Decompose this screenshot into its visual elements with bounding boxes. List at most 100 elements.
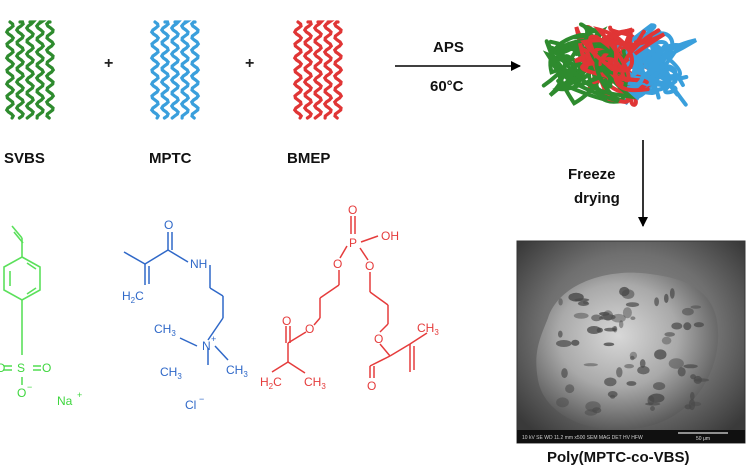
bmep-ch3-left: CH3 (304, 375, 326, 391)
svbs-counter-ion: Na (57, 394, 73, 408)
tangled-chain (625, 49, 678, 95)
polymer-chain (179, 20, 192, 120)
sem-pore (571, 339, 580, 346)
sem-pore (650, 406, 655, 411)
bmep-phosphorus: P (349, 236, 357, 250)
sem-pore (630, 316, 636, 321)
mptc-counter-minus: − (199, 394, 204, 404)
sem-pore (611, 313, 626, 323)
sem-pore (690, 374, 696, 380)
process-step-line2: drying (574, 190, 620, 207)
mptc-ch3-bottom: CH3 (160, 365, 182, 381)
sem-pore (654, 349, 667, 360)
product-label: Poly(MPTC-co-VBS) (547, 449, 690, 466)
bmep-ester-o-right: O (374, 332, 383, 346)
polymer-chain (302, 20, 313, 120)
sem-pore (616, 367, 623, 378)
bmep-chemical-structure (271, 216, 428, 378)
svbs-o-left: O (0, 361, 5, 375)
sem-pore (619, 320, 624, 329)
sem-pore (683, 322, 692, 331)
process-step-line1: Freeze (568, 166, 616, 183)
mptc-counter-ion: Cl (185, 398, 196, 412)
sem-pore (611, 326, 617, 332)
bmep-oh: OH (381, 229, 399, 243)
sem-pore (587, 326, 601, 334)
sem-pore (630, 355, 635, 361)
bmep-monomer-chains (292, 20, 344, 120)
svbs-counter-plus: + (77, 390, 82, 400)
sem-pore (568, 292, 584, 302)
sem-pore (596, 327, 603, 333)
sem-pore (677, 367, 686, 377)
bmep-o-left: O (333, 257, 342, 271)
mptc-h2c: H2C (122, 289, 144, 305)
svbs-monomer-chains (4, 20, 56, 120)
sem-pore (625, 302, 640, 307)
sem-pore (591, 314, 602, 322)
sem-pore (654, 297, 659, 307)
mptc-carbonyl-o: O (164, 218, 173, 232)
bmep-carbonyl-o-left: O (282, 314, 291, 328)
polymer-chain (44, 20, 56, 120)
sem-pore (639, 359, 646, 368)
sem-pore (690, 392, 695, 401)
sem-pore (668, 358, 684, 369)
sem-pore (661, 336, 672, 345)
mptc-chemical-structure (123, 232, 229, 365)
svbs-minus: − (27, 382, 32, 392)
sem-pore (664, 293, 669, 303)
polymer-chain (24, 20, 37, 120)
sem-pore (664, 332, 675, 337)
sem-pore (604, 377, 617, 387)
sem-pore (610, 394, 616, 399)
mptc-ch3-right: CH3 (226, 363, 248, 379)
sem-scalebar: 50 μm (696, 436, 710, 442)
sem-pore (682, 307, 694, 316)
polymer-chain (149, 20, 161, 120)
sem-pore (603, 342, 615, 347)
polymer-chain (292, 20, 304, 120)
sem-pore (626, 381, 637, 386)
mptc-monomer-chains (149, 20, 201, 120)
sem-pore (624, 364, 634, 369)
bmep-ester-o-left: O (305, 322, 314, 336)
monomer-label-bmep: BMEP (287, 150, 331, 167)
sem-pore (558, 330, 563, 338)
sem-pore (585, 401, 601, 412)
polymer-chain (159, 20, 170, 120)
sem-pore (693, 322, 705, 328)
polymer-chain (14, 20, 25, 120)
sem-pore (584, 409, 598, 416)
sem-pore (561, 368, 568, 379)
plus-sign-2: + (245, 55, 255, 72)
reaction-temperature: 60°C (430, 78, 464, 95)
sem-pore (694, 378, 710, 382)
sem-pore (683, 364, 698, 369)
sem-pore (599, 312, 610, 316)
bmep-p-double-o: O (348, 203, 357, 217)
polymer-chain (189, 20, 201, 120)
sem-pore (622, 307, 632, 319)
sem-pore (669, 288, 675, 299)
polymer-chain (4, 20, 16, 120)
polymer-chain (312, 20, 325, 120)
mptc-n-plus: N (202, 339, 211, 353)
sem-pore (556, 397, 569, 408)
sem-pore (621, 289, 635, 299)
polymer-chain (169, 20, 182, 120)
svbs-o-minus: O (17, 386, 26, 400)
polymer-chain (34, 20, 47, 120)
sem-pore (583, 363, 598, 367)
sem-pore (558, 298, 563, 306)
mptc-n-plus-charge: + (211, 334, 216, 344)
sem-pore (645, 402, 661, 406)
mptc-amide-nh: NH (190, 257, 207, 271)
bmep-h2c: H2C (260, 375, 282, 391)
sem-pore (688, 399, 696, 411)
sem-pore (648, 393, 665, 403)
tangled-chain (635, 40, 685, 87)
plus-sign-1: + (104, 55, 114, 72)
sem-pore (573, 312, 589, 319)
sem-pore (653, 382, 666, 391)
